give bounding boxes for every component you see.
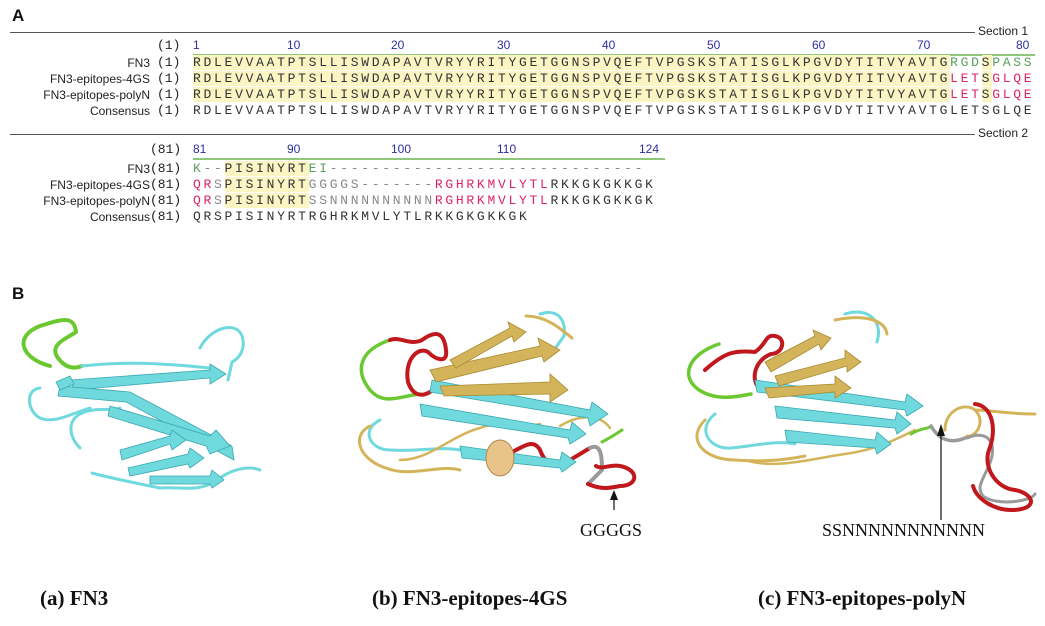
row-name: FN3 [127,56,150,70]
ruler-tick: 30 [497,38,511,52]
ruler-range-label: (81) [150,142,182,157]
ruler-tick: 50 [707,38,721,52]
section-2-label: Section 2 [976,126,1029,140]
row-sequence: QRSPISINYRT RGHRKMVLYTLRKKGKGKKGK [193,209,530,224]
linker-annotation-polyn: SSNNNNNNNNNNN [822,520,986,540]
row-position: (1) [157,103,181,118]
ruler-tick: 40 [602,38,616,52]
row-sequence: K--PISINYRTEI---------------------------… [193,161,646,176]
caption-fn3-epitopes-polyn: (c) FN3-epitopes-polyN [758,586,967,610]
ruler-tick: 110 [497,142,517,156]
row-sequence: RDLEVVAATPTSLLISWDAPAVTVRYYRITYGETGGNSPV… [193,103,1035,118]
section-2-divider [10,134,975,135]
linker-annotation-4gs: GGGGS [580,520,643,540]
row-position: (1) [157,71,181,86]
row-sequence: RDLEVVAATPTSLLISWDAPAVTVRYYRITYGETGGNSPV… [193,87,1035,102]
structure-fn3-epitopes-polyn [686,310,1037,520]
row-position: (81) [150,177,182,192]
panel-a-label: A [12,6,25,25]
caption-fn3: (a) FN3 [40,586,109,610]
ruler-tick: 124 [639,142,660,156]
structure-fn3-epitopes-4gs [357,311,637,510]
row-name: FN3-epitopes-polyN [43,88,150,102]
row-name: Consensus [89,210,150,224]
panel-b-label: B [12,284,25,303]
row-sequence: QRSPISINYRTGGGGS-------RGHRKMVLYTLRKKGKG… [193,177,656,192]
caption-fn3-epitopes-4gs: (b) FN3-epitopes-4GS [372,586,568,610]
row-name: FN3-epitopes-4GS [49,178,150,192]
ruler-tick: 80 [1016,38,1030,52]
row-position: (1) [157,55,181,70]
row-position: (81) [150,161,182,176]
row-name: FN3-epitopes-4GS [49,72,150,86]
ruler-tick: 1 [193,38,200,52]
row-name: FN3-epitopes-polyN [43,194,150,208]
row-position: (81) [150,209,182,224]
row-position: (81) [150,193,182,208]
section-1-label: Section 1 [976,24,1029,38]
ruler-tick: 90 [287,142,301,156]
section-1-ruler: (1) 1 10 20 30 40 50 60 70 80 [0,38,1045,56]
ruler-tick: 100 [391,142,412,156]
ruler-range-label: (1) [157,38,181,53]
ruler-line [193,158,665,160]
row-name: FN3 [127,162,150,176]
section-1-divider [10,32,975,33]
row-sequence: QRSPISINYRTSSNNNNNNNNNNRGHRKMVLYTLRKKGKG… [193,193,656,208]
ruler-tick: 81 [193,142,207,156]
row-sequence: RDLEVVAATPTSLLISWDAPAVTVRYYRITYGETGGNSPV… [193,71,1035,86]
ruler-tick: 20 [391,38,405,52]
row-name: Consensus [89,104,150,118]
ruler-tick: 70 [917,38,931,52]
ruler-tick: 60 [812,38,826,52]
section-2-ruler: (81) 81 90 100 110 124 [0,142,1045,160]
row-sequence: RDLEVVAATPTSLLISWDAPAVTVRYYRITYGETGGNSPV… [193,55,1035,70]
ruler-tick: 10 [287,38,301,52]
row-position: (1) [157,87,181,102]
structure-fn3 [21,318,262,490]
